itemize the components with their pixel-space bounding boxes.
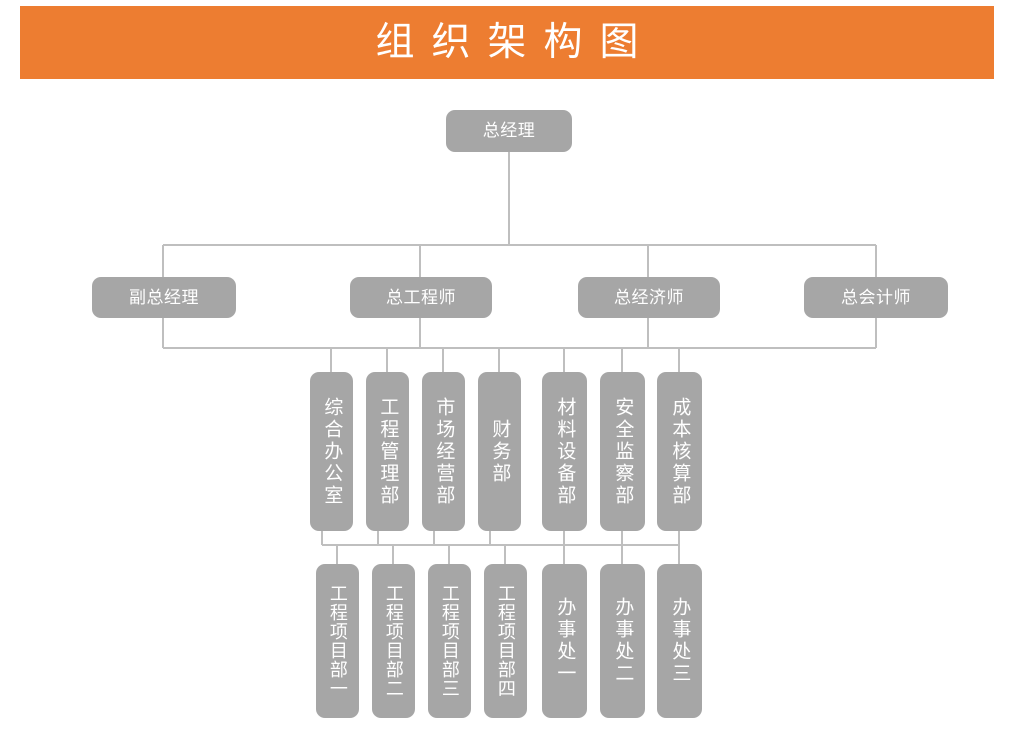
chart-title-banner: 组织架构图 (20, 6, 994, 79)
node-project-dept-4[interactable]: 工程项目部四 (484, 564, 527, 718)
node-deputy-general-manager[interactable]: 副总经理 (92, 277, 236, 318)
node-project-dept-3[interactable]: 工程项目部三 (428, 564, 471, 718)
node-finance-dept[interactable]: 财务部 (478, 372, 521, 531)
node-branch-office-2[interactable]: 办事处二 (600, 564, 645, 718)
node-safety-supervision-dept[interactable]: 安全监察部 (600, 372, 645, 531)
node-general-office[interactable]: 综合办公室 (310, 372, 353, 531)
node-project-dept-2[interactable]: 工程项目部二 (372, 564, 415, 718)
node-cost-accounting-dept[interactable]: 成本核算部 (657, 372, 702, 531)
node-market-operations-dept[interactable]: 市场经营部 (422, 372, 465, 531)
node-project-dept-1[interactable]: 工程项目部一 (316, 564, 359, 718)
node-material-equipment-dept[interactable]: 材料设备部 (542, 372, 587, 531)
node-chief-accountant[interactable]: 总会计师 (804, 277, 948, 318)
node-branch-office-1[interactable]: 办事处一 (542, 564, 587, 718)
node-general-manager[interactable]: 总经理 (446, 110, 572, 152)
node-branch-office-3[interactable]: 办事处三 (657, 564, 702, 718)
node-chief-economist[interactable]: 总经济师 (578, 277, 720, 318)
page-title: 组织架构图 (375, 21, 656, 64)
node-chief-engineer[interactable]: 总工程师 (350, 277, 492, 318)
node-engineering-management-dept[interactable]: 工程管理部 (366, 372, 409, 531)
